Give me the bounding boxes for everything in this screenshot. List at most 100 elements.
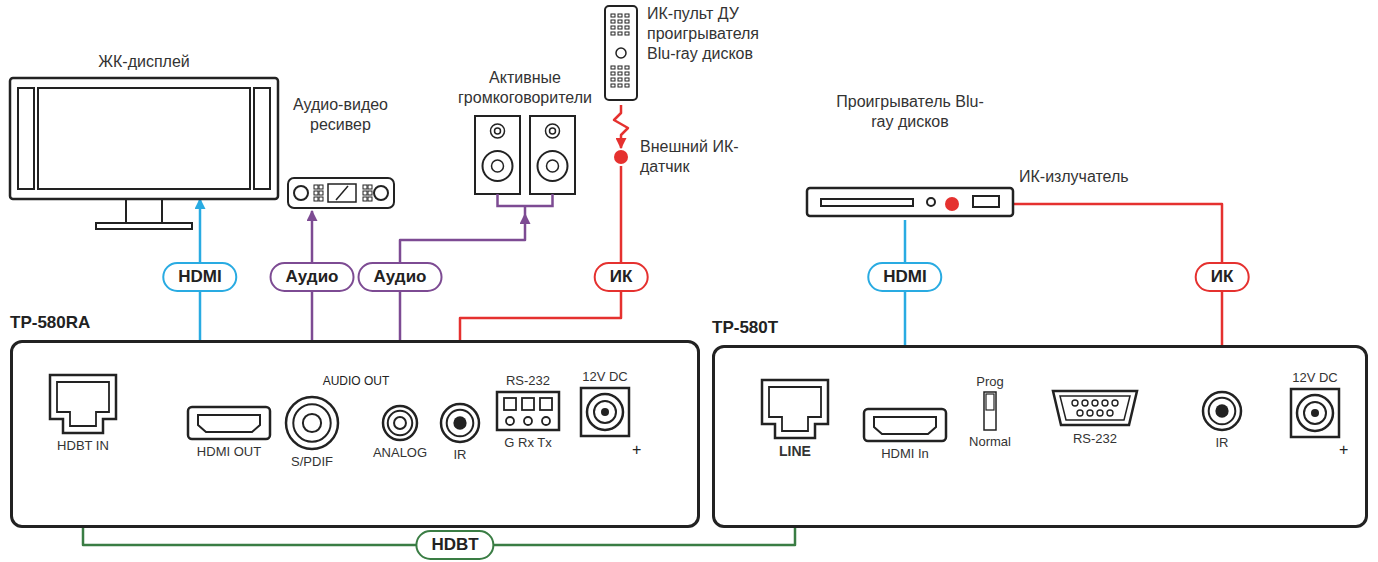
remote-button <box>625 26 629 29</box>
receiver-button <box>314 185 318 189</box>
port-dc <box>579 386 631 438</box>
port-connector: ANALOG <box>370 404 430 461</box>
receiver-button <box>319 185 323 189</box>
receiver-display <box>328 184 356 202</box>
remote-button <box>625 84 629 87</box>
dsub-pin <box>1077 410 1083 416</box>
dsub-inner <box>1060 396 1130 420</box>
port-label: RS-232 <box>506 373 550 389</box>
receiver-button <box>363 185 367 189</box>
port-connector: 12V DC <box>575 369 635 438</box>
signal-tag: ИК <box>594 262 649 292</box>
jack-outer <box>441 404 479 442</box>
remote-button <box>625 66 629 69</box>
remote-button <box>625 20 629 23</box>
receiver-button <box>368 197 372 201</box>
switch-lever <box>986 394 994 410</box>
device-player: Проигрыватель Blu-ray дисков <box>805 92 1015 220</box>
dsub-shell <box>1053 391 1137 425</box>
speaker-tweeter <box>491 124 505 138</box>
rj45-outline <box>50 375 116 433</box>
receiver-button <box>363 191 367 195</box>
port-label: HDMI OUT <box>197 444 261 460</box>
remote-button <box>611 84 615 87</box>
port-connector: 12V DC <box>1285 370 1345 439</box>
dc-jack-outline <box>1291 389 1339 437</box>
remote-button <box>611 14 615 17</box>
signal-cable <box>614 105 628 148</box>
remote-button <box>611 20 615 23</box>
player-body <box>807 188 1013 216</box>
dsub-pin <box>1087 410 1093 416</box>
jack-outer <box>383 406 417 440</box>
dsub-pin <box>1112 400 1118 406</box>
receiver-knob <box>374 186 388 200</box>
receiver-body <box>288 178 394 208</box>
receiver-button <box>368 191 372 195</box>
port-dsub <box>1050 388 1140 428</box>
port-connector: IR <box>1200 390 1244 451</box>
remote-button <box>611 72 615 75</box>
remote-button <box>618 72 622 75</box>
remote-button <box>611 32 615 35</box>
rj45-outline <box>762 380 828 438</box>
speaker-tweeter <box>546 124 560 138</box>
receiver-knob <box>294 186 308 200</box>
group-label: AUDIO OUT <box>320 374 393 388</box>
device-panel: TP-580RAHDBT INHDMI OUTS/PDIFANALOGIRRS-… <box>10 340 700 528</box>
hdmi-outline <box>188 407 270 439</box>
device-spk: Активные громкоговорители <box>440 68 610 214</box>
dc-jack-ring <box>1297 395 1333 431</box>
dc-jack-pin <box>1311 409 1319 417</box>
device-label: ЖК-дисплей <box>98 52 190 72</box>
device-title: TP-580T <box>712 318 778 338</box>
device-remote: ИК-пульт ДУ проигрывателя Blu-ray дисков <box>603 4 787 102</box>
terminal-screw <box>504 398 516 410</box>
jack-outer <box>1203 392 1241 430</box>
dsub-pin <box>1072 400 1078 406</box>
port-label: G Rx Tx <box>504 435 551 451</box>
device-label: Проигрыватель Blu-ray дисков <box>835 92 985 132</box>
port-connector: IR <box>438 402 482 463</box>
port-label: Prog <box>976 374 1003 390</box>
jack-hole <box>1215 404 1228 417</box>
speaker-woofer <box>538 151 568 181</box>
jack-hole <box>303 414 321 432</box>
remote-button <box>625 32 629 35</box>
port-rj45 <box>48 373 118 435</box>
port-label: Normal <box>969 434 1011 450</box>
ir-dot <box>614 150 628 164</box>
signal-tag: HDMI <box>867 262 942 292</box>
dc-jack-ring <box>1304 402 1326 424</box>
device-label: Активные громкоговорители <box>440 68 610 108</box>
av-receiver <box>286 175 396 211</box>
polarity-sign: + <box>629 441 644 459</box>
dsub-pin <box>1107 410 1113 416</box>
terminal-hole <box>524 417 532 425</box>
active-speakers <box>440 114 610 214</box>
signal-tag: ИК <box>1195 262 1250 292</box>
player-button <box>927 198 935 206</box>
jack-ring <box>1209 398 1236 425</box>
lcd-display <box>8 76 280 231</box>
dsub-pin <box>1102 400 1108 406</box>
display-screen <box>38 88 250 189</box>
speaker-cabinet <box>530 116 575 194</box>
display-frame <box>10 78 278 199</box>
receiver-button <box>363 197 367 201</box>
terminal-hole <box>542 417 550 425</box>
player-button <box>973 196 999 207</box>
bluray-player <box>805 184 1015 220</box>
remote-button <box>618 20 622 23</box>
port-label: IR <box>454 447 467 463</box>
receiver-button <box>314 191 318 195</box>
port-label: 12V DC <box>582 369 628 385</box>
port-connector: RS-232 G Rx Tx <box>493 373 563 450</box>
dsub-pin <box>1082 400 1088 406</box>
port-label: 12V DC <box>1292 370 1338 386</box>
remote-button <box>611 26 615 29</box>
port-label: ANALOG <box>373 445 427 461</box>
remote-body <box>605 6 637 100</box>
jack-hole <box>453 416 466 429</box>
